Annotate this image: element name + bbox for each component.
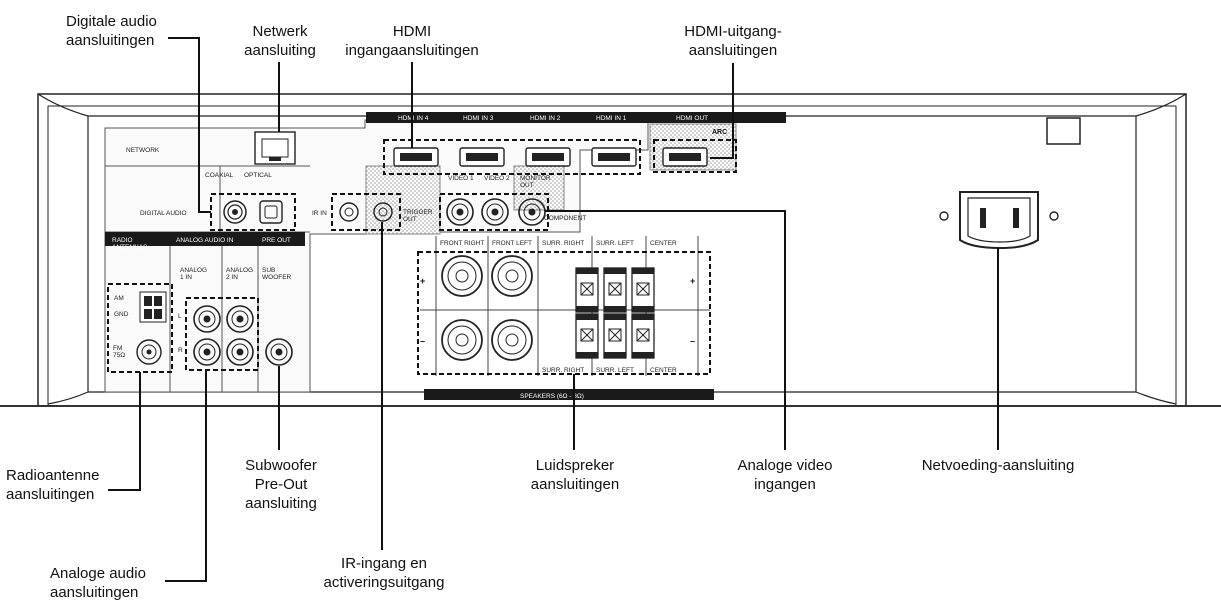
hdmi-in-4-port[interactable] (393, 147, 439, 167)
highlight-boxes (107, 139, 737, 375)
panel-coaxial-label: COAXIAL (205, 172, 234, 179)
hdmi-out-port[interactable] (662, 147, 708, 167)
panel-video-1-label: VIDEO 1 (448, 175, 474, 182)
callout-analog-video: Analoge video ingangen (737, 457, 833, 493)
panel-front-right-label: FRONT RIGHT (440, 240, 484, 247)
panel-gnd-label: GND (114, 311, 129, 318)
coaxial-jack[interactable] (223, 200, 247, 224)
chassis-tab (1046, 117, 1081, 145)
surr-right-minus-clip[interactable] (575, 313, 599, 359)
ir-in-jack[interactable] (339, 202, 359, 222)
surr-right-plus-clip[interactable] (575, 267, 599, 313)
panel-surr-right-bottom-label: SURR. RIGHT (542, 367, 584, 374)
analog-1-r-jack[interactable] (193, 338, 221, 366)
panel-minus-left: – (420, 336, 425, 346)
analog-1-l-jack[interactable] (193, 305, 221, 333)
panel-center-bottom-label: CENTER (650, 367, 677, 374)
hdmi-in-1-port[interactable] (591, 147, 637, 167)
panel-network-label: NETWORK (126, 147, 160, 154)
panel-l-label: L (178, 313, 182, 320)
subwoofer-jack[interactable] (265, 338, 293, 366)
panel-surr-left-bottom-label: SURR. LEFT (596, 367, 634, 374)
network-jack[interactable] (254, 131, 296, 165)
callout-hdmi-in: HDMI ingangaansluitingen (345, 23, 479, 59)
panel-surr-right-top-label: SURR. RIGHT (542, 240, 584, 247)
hdmi-in-3-port[interactable] (459, 147, 505, 167)
panel-plus-right: + (690, 276, 695, 286)
speakers-band (424, 389, 714, 400)
hdmi-in-2-port[interactable] (525, 147, 571, 167)
video-1-jack[interactable] (446, 198, 474, 226)
video-2-jack[interactable] (481, 198, 509, 226)
panel-hdmi-in-2-label: HDMI IN 2 (530, 115, 561, 122)
callout-radio-antenna: Radioantenne aansluitingen (6, 467, 100, 503)
callout-ir: IR-ingang en activeringsuitgang (323, 555, 445, 591)
panel-component-label: COMPONENT (544, 215, 586, 222)
panel-hdmi-out-label: HDMI OUT (676, 115, 708, 122)
panel-digital-audio-label: DIGITAL AUDIO (140, 210, 187, 217)
panel-arc-label: ARC (712, 129, 727, 136)
panel-video-2-label: VIDEO 2 (484, 175, 510, 182)
panel-plus-left: + (420, 276, 425, 286)
panel-pre-out-label: PRE OUT (262, 237, 291, 244)
panel-hdmi-in-4-label: HDMI IN 4 (398, 115, 429, 122)
power-inlet[interactable] (939, 191, 1059, 250)
callout-digital-audio: Digitale audio aansluitingen (66, 13, 157, 49)
center-minus-clip[interactable] (631, 313, 655, 359)
hdmi-header-band (366, 112, 786, 123)
panel-analog-audio-in-label: ANALOG AUDIO IN (176, 237, 234, 244)
panel-surr-left-top-label: SURR. LEFT (596, 240, 634, 247)
front-left-plus-binding-post[interactable] (491, 255, 533, 297)
panel-r-label: R (178, 347, 183, 354)
panel-hdmi-in-3-label: HDMI IN 3 (463, 115, 494, 122)
callout-power: Netvoeding-aansluiting (921, 457, 1075, 474)
panel-am-label: AM (114, 295, 124, 302)
front-left-minus-binding-post[interactable] (491, 319, 533, 361)
optical-jack[interactable] (259, 200, 283, 224)
surr-left-minus-clip[interactable] (603, 313, 627, 359)
panel-center-top-label: CENTER (650, 240, 677, 247)
panel-hdmi-in-1-label: HDMI IN 1 (596, 115, 627, 122)
front-right-plus-binding-post[interactable] (441, 255, 483, 297)
front-right-minus-binding-post[interactable] (441, 319, 483, 361)
leader-lines (108, 37, 999, 582)
callout-subwoofer: Subwoofer Pre-Out aansluiting (245, 457, 317, 512)
callout-network: Netwerk aansluiting (244, 23, 316, 59)
panel-ir-in-label: IR IN (312, 210, 327, 217)
panel-optical-label: OPTICAL (244, 172, 272, 179)
panel-front-left-label: FRONT LEFT (492, 240, 532, 247)
fm-antenna-jack[interactable] (136, 339, 162, 365)
surr-left-plus-clip[interactable] (603, 267, 627, 313)
am-gnd-terminal[interactable] (139, 291, 167, 323)
trigger-out-jack[interactable] (373, 202, 393, 222)
speaker-section-frame (420, 236, 710, 376)
panel-speakers-band-label: SPEAKERS (6Ω - 8Ω) (520, 393, 584, 400)
center-plus-clip[interactable] (631, 267, 655, 313)
analog-2-l-jack[interactable] (226, 305, 254, 333)
analog-2-r-jack[interactable] (226, 338, 254, 366)
trigger-out-zone (365, 165, 441, 235)
callout-speakers: Luidspreker aansluitingen (530, 457, 620, 493)
audio-header-band (105, 232, 305, 246)
callout-analog-audio: Analoge audio aansluitingen (50, 565, 146, 601)
panel-minus-right: – (690, 336, 695, 346)
callout-hdmi-out: HDMI-uitgang- aansluitingen (684, 23, 782, 59)
